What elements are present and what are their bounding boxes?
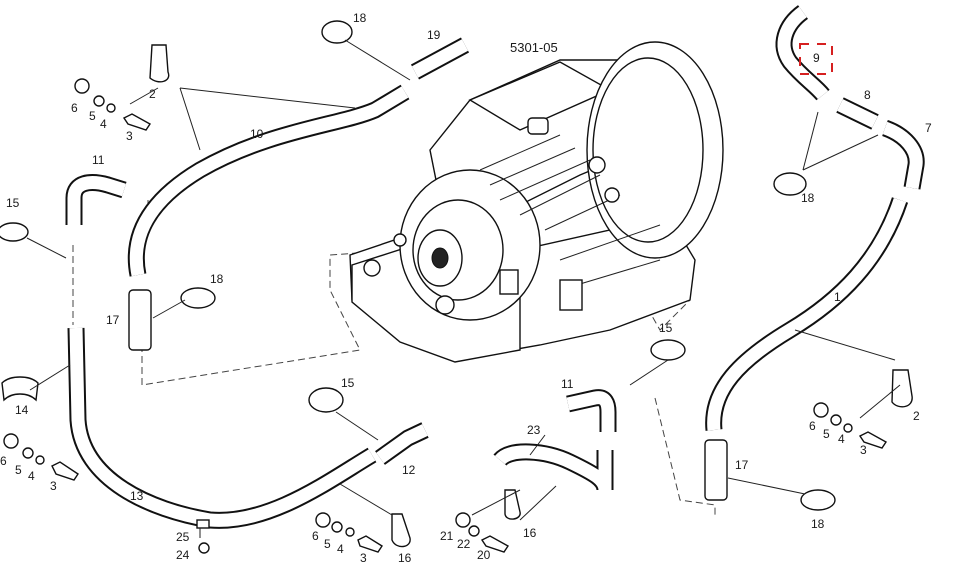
callout-label: 15 [341,376,355,390]
callout-label: 16 [523,526,537,540]
transmission-assembly [349,41,724,363]
callout-label: 19 [427,28,441,42]
callout-label: 4 [100,117,107,131]
callout-label: 3 [360,551,367,564]
callout-label: 4 [28,469,35,483]
callout-label: 1 [834,290,841,304]
callout-label: 15 [6,196,20,210]
callout-label: 13 [130,489,144,503]
callout-label: 11 [92,153,105,167]
callout-label: 2 [913,409,920,423]
callout-label: 5 [823,427,830,441]
callout-label: 18 [353,11,367,25]
callout-label: 24 [176,548,190,562]
callout-label: 2 [149,87,156,101]
callout-label: 14 [15,403,29,417]
callout-label: 23 [527,423,541,437]
callout-label: 6 [312,529,319,543]
callout-label: 22 [457,537,471,551]
callout-label: 18 [801,191,815,205]
callout-label: 18 [210,272,224,286]
callout-label: 4 [838,432,845,446]
callout-label: 4 [337,542,344,556]
callout-label: 17 [106,313,120,327]
callout-label: 3 [860,443,867,457]
leader-lines [26,39,901,538]
callout-label: 21 [440,529,454,543]
callout-label: 9 [813,51,820,65]
callout-label: 6 [809,419,816,433]
callout-label: 5 [15,463,22,477]
hardware [3,78,888,554]
callout-label: 6 [71,101,78,115]
highlight-box [799,43,833,75]
callout-label: 3 [50,479,57,493]
callout-label: 8 [864,88,871,102]
callout-label: 3 [126,129,133,143]
callout-label: 6 [0,454,7,468]
callout-label: 5 [89,109,96,123]
callout-label: 15 [659,321,673,335]
callout-labels: 18 19 2 6 5 4 3 10 11 15 18 17 14 6 5 4 … [0,11,932,564]
callout-label: 11 [561,377,574,391]
callout-label: 20 [477,548,491,562]
callout-label: 12 [402,463,416,477]
callout-label: 7 [925,121,932,135]
clamps [0,20,913,548]
callout-label: 10 [250,127,264,141]
callout-label: 16 [398,551,412,564]
callout-label: 25 [176,530,190,544]
assembly-code: 5301-05 [510,40,558,55]
callout-label: 18 [811,517,825,531]
callout-label: 5 [324,537,331,551]
callout-label: 17 [735,458,749,472]
hoses [65,5,925,529]
